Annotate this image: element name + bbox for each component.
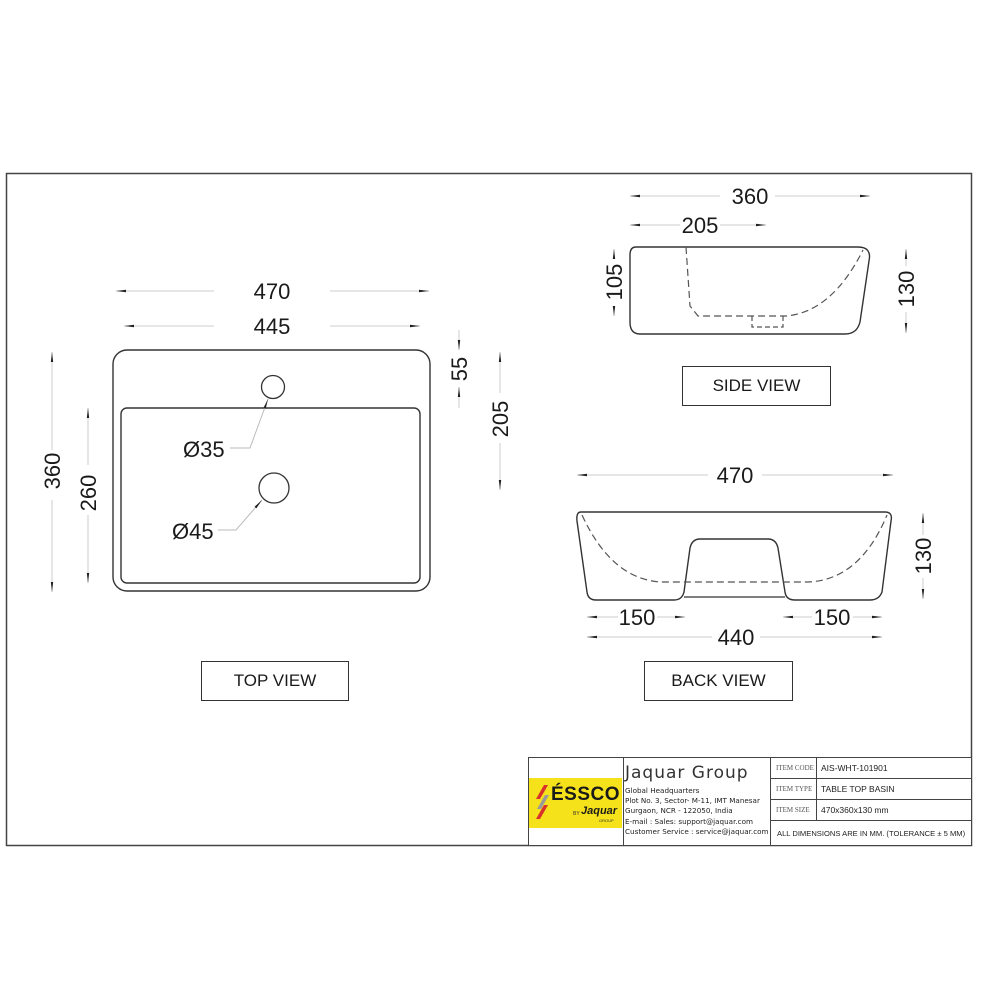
top-view-dim-205: 205 xyxy=(488,401,513,438)
top-view-dim-260: 260 xyxy=(76,475,101,512)
company-line: Global Headquarters xyxy=(625,786,700,795)
top-view-dim-470: 470 xyxy=(254,279,291,304)
back-view-dim-150-right: 150 xyxy=(814,605,851,630)
item-code-row: ITEM CODE AIS-WHT-101901 xyxy=(771,758,971,779)
back-view-dim-470: 470 xyxy=(717,463,754,488)
top-view-dim-445: 445 xyxy=(254,314,291,339)
back-view: 470 130 150 150 440 xyxy=(576,463,936,650)
side-view-dim-205: 205 xyxy=(682,213,719,238)
tolerance-note: ALL DIMENSIONS ARE IN MM. (TOLERANCE ± 5… xyxy=(777,828,966,838)
logo-parent: Jaquar xyxy=(581,805,618,817)
side-view-dim-105: 105 xyxy=(602,264,627,301)
back-view-hidden-bowl xyxy=(581,514,888,583)
item-size-row: ITEM SIZE 470x360x130 mm xyxy=(771,800,971,821)
top-view-dim-55: 55 xyxy=(447,357,472,381)
drawing-frame xyxy=(5,172,973,847)
tap-hole-callout: Ø35 xyxy=(183,437,225,462)
side-view: 360 205 105 130 xyxy=(602,184,919,335)
logo-group: GROUP xyxy=(599,818,614,823)
drain-callout: Ø45 xyxy=(172,519,214,544)
item-code-value: AIS-WHT-101901 xyxy=(821,763,888,773)
item-type-key: ITEM TYPE xyxy=(771,779,817,799)
logo-stripes-icon xyxy=(536,785,549,819)
item-type-row: ITEM TYPE TABLE TOP BASIN xyxy=(771,779,971,800)
side-view-hidden-drain xyxy=(751,316,784,328)
item-size-key: ITEM SIZE xyxy=(771,800,817,820)
company-info: Jaquar Group Global Headquarters Plot No… xyxy=(623,758,771,845)
essco-logo: ÉSSCO BY Jaquar GROUP xyxy=(529,778,622,828)
drain-hole xyxy=(258,472,290,504)
company-line: Plot No. 3, Sector- M-11, IMT Manesar xyxy=(625,796,760,806)
logo-brand: ÉSSCO xyxy=(551,784,621,805)
back-view-dim-150-left: 150 xyxy=(619,605,656,630)
drain-leader xyxy=(218,499,263,531)
logo-cell: ÉSSCO BY Jaquar GROUP xyxy=(529,758,624,845)
item-code-key: ITEM CODE xyxy=(771,758,817,778)
top-view-bowl-outline xyxy=(120,407,421,584)
side-view-label: SIDE VIEW xyxy=(682,366,831,406)
company-customer-service: Customer Service : service@jaquar.com xyxy=(625,826,769,836)
company-name: Jaquar Group xyxy=(625,763,749,783)
company-email: E-mail : Sales: support@jaquar.com xyxy=(625,816,753,826)
tap-hole xyxy=(260,374,286,400)
top-view-outer-outline xyxy=(112,349,431,592)
top-view-dim-360: 360 xyxy=(40,453,65,490)
side-view-outline xyxy=(629,246,871,335)
logo-by: BY xyxy=(573,811,580,817)
back-view-dim-440: 440 xyxy=(718,625,755,650)
item-fields: ITEM CODE AIS-WHT-101901 ITEM TYPE TABLE… xyxy=(771,758,971,845)
tap-hole-leader xyxy=(230,398,269,449)
side-view-hidden-bowl xyxy=(685,246,864,317)
top-view-label: TOP VIEW xyxy=(201,661,349,701)
title-block: ÉSSCO BY Jaquar GROUP Jaquar Group Globa… xyxy=(528,757,972,846)
side-view-dim-130: 130 xyxy=(894,271,919,308)
back-view-dim-130: 130 xyxy=(911,538,936,575)
company-line: Gurgaon, NCR - 122050, India xyxy=(625,806,733,816)
item-size-value: 470x360x130 mm xyxy=(821,805,889,815)
side-view-dim-360: 360 xyxy=(732,184,769,209)
back-view-label: BACK VIEW xyxy=(644,661,793,701)
top-view: 470 445 360 260 55 205 Ø35 Ø45 xyxy=(40,279,513,592)
back-view-outline xyxy=(576,511,893,601)
item-type-value: TABLE TOP BASIN xyxy=(821,784,895,794)
